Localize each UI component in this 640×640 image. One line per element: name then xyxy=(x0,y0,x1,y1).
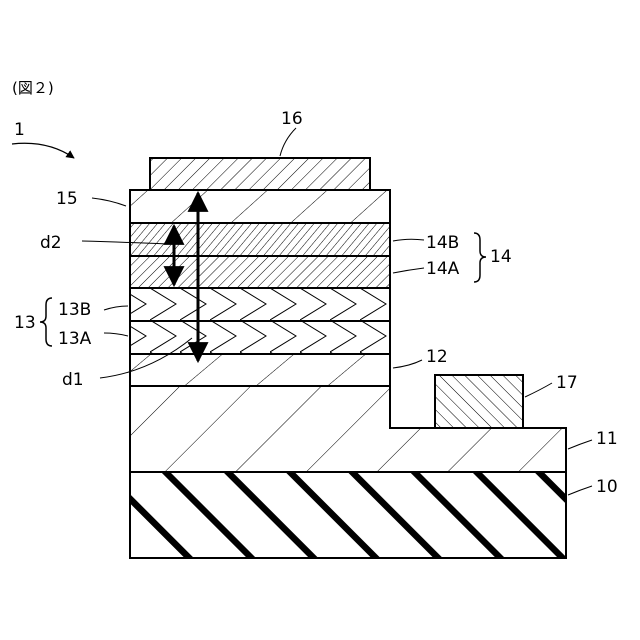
label-10: 10 xyxy=(596,477,618,497)
brace-layer-14 xyxy=(474,233,486,282)
label-14b: 14B xyxy=(426,233,459,253)
device-pointer-arrow xyxy=(12,143,74,158)
leader-line-10 xyxy=(568,486,592,495)
leader-line-14a xyxy=(393,268,424,273)
brace-layer-13 xyxy=(40,298,52,346)
label-15: 15 xyxy=(56,189,78,209)
label-d1: d1 xyxy=(62,370,84,390)
layer-15 xyxy=(130,190,390,223)
label-d2: d2 xyxy=(40,233,62,253)
leader-line-11 xyxy=(568,440,592,449)
electrode-16 xyxy=(150,158,370,190)
label-12: 12 xyxy=(426,347,448,367)
leader-line-15 xyxy=(92,198,126,206)
layer-13a xyxy=(130,321,390,354)
electrode-17 xyxy=(435,375,523,428)
device-label: 1 xyxy=(14,120,25,140)
leader-line-13a xyxy=(104,333,128,336)
label-13b: 13B xyxy=(58,300,91,320)
layer-13b xyxy=(130,288,390,321)
label-13a: 13A xyxy=(58,329,92,349)
label-13: 13 xyxy=(14,313,36,333)
label-14: 14 xyxy=(490,247,512,267)
leader-line-12 xyxy=(393,360,422,368)
substrate-layer-10 xyxy=(130,472,566,558)
leader-line-17 xyxy=(525,383,552,397)
layer-12 xyxy=(130,354,390,386)
layer-14a xyxy=(130,256,390,288)
leader-line-14b xyxy=(393,239,424,241)
label-11: 11 xyxy=(596,429,618,449)
figure-caption: (図２) xyxy=(12,79,54,97)
leader-line-13b xyxy=(104,306,128,310)
label-17: 17 xyxy=(556,373,578,393)
label-14a: 14A xyxy=(426,259,460,279)
label-16: 16 xyxy=(281,109,303,129)
leader-line-16 xyxy=(280,128,296,156)
layer-14b xyxy=(130,223,390,256)
